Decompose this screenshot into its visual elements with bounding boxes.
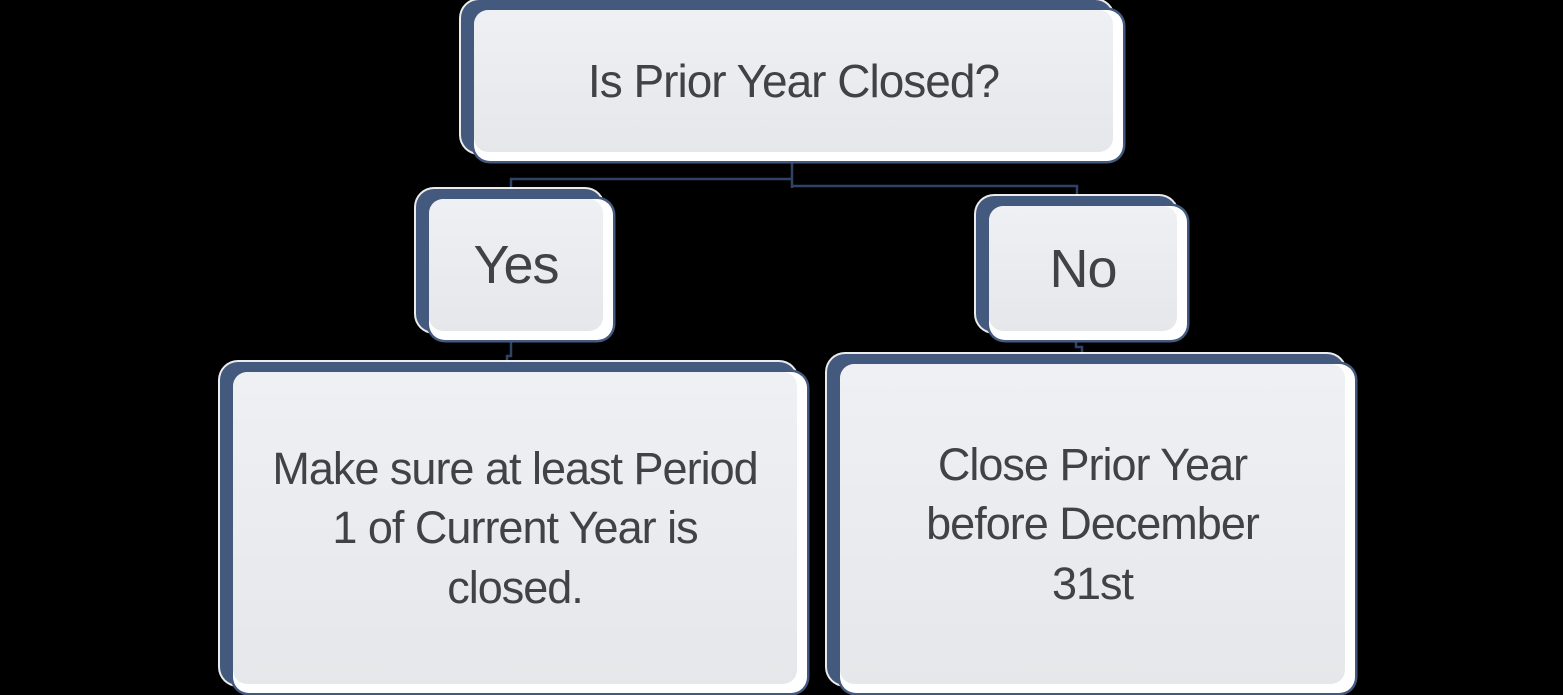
yes-action-label: Make sure at least Period 1 of Current Y… [272,442,758,613]
connector-root-to-yes [509,177,792,192]
node-body: Make sure at least Period 1 of Current Y… [233,372,797,684]
yes-action-node: Make sure at least Period 1 of Current Y… [220,362,807,693]
connector-no-to-action [1074,337,1084,357]
node-body: Close Prior Year before December 31st [840,364,1345,684]
node-body: Yes [429,199,603,331]
connector-root-to-no [792,184,1079,199]
node-body: Is Prior Year Closed? [474,10,1113,152]
yes-node: Yes [416,189,613,340]
connector-yes-to-action [505,338,513,365]
node-body: No [989,206,1177,331]
no-label: No [1049,238,1117,299]
yes-label: Yes [473,235,559,295]
decision-node: Is Prior Year Closed? [461,0,1123,161]
no-node: No [976,196,1187,340]
no-action-label: Close Prior Year before December 31st [926,438,1260,609]
no-action-node: Close Prior Year before December 31st [827,354,1355,693]
decision-label: Is Prior Year Closed? [587,55,1000,107]
